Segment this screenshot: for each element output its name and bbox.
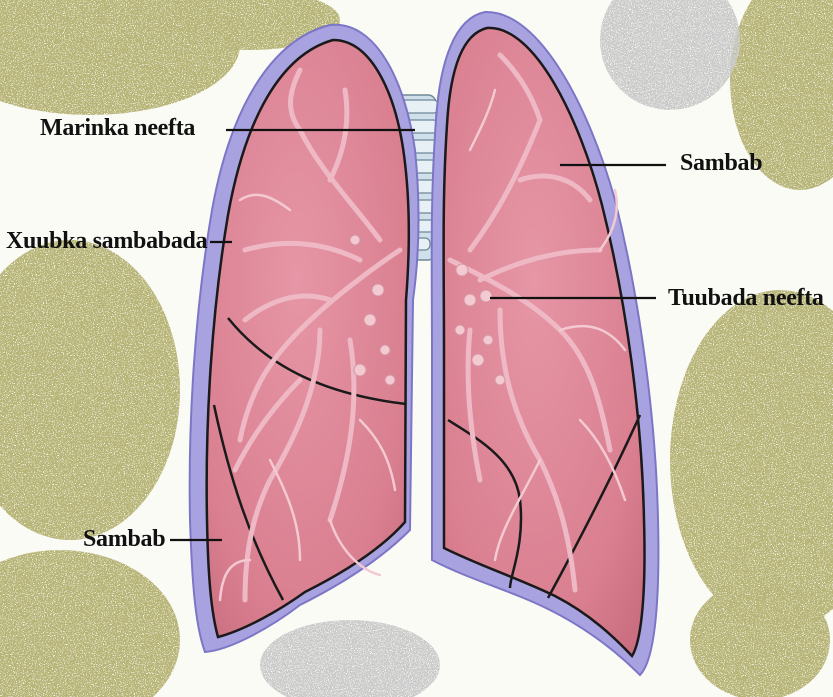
label-pleura: Xuubka sambabada xyxy=(6,229,207,253)
label-bronchi: Tuubada neefta xyxy=(668,286,824,310)
label-lung-right: Sambab xyxy=(680,151,762,175)
label-trachea: Marinka neefta xyxy=(40,116,195,140)
lung-right xyxy=(432,12,659,675)
lung-left xyxy=(190,25,419,652)
label-lung-left: Sambab xyxy=(83,527,165,551)
